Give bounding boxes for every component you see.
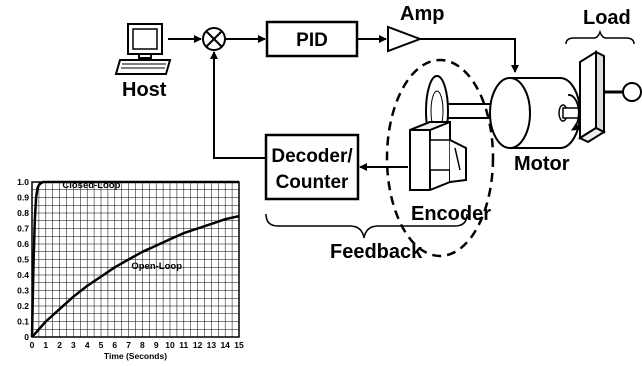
x-tick-label: 8 bbox=[140, 340, 145, 350]
x-tick-label: 3 bbox=[71, 340, 76, 350]
y-tick-label: 0.1 bbox=[17, 317, 29, 327]
y-tick-label: 0.6 bbox=[17, 239, 29, 249]
x-tick-label: 9 bbox=[154, 340, 159, 350]
x-tick-label: 4 bbox=[85, 340, 90, 350]
motor-icon bbox=[489, 77, 594, 149]
x-tick-label: 7 bbox=[126, 340, 131, 350]
load-label: Load bbox=[583, 7, 631, 29]
amp-label: Amp bbox=[400, 3, 444, 25]
y-tick-label: 0.8 bbox=[17, 208, 29, 218]
motor-label: Motor bbox=[514, 153, 570, 175]
open-loop-label: Open-Loop bbox=[131, 261, 182, 272]
x-axis-label: Time (Seconds) bbox=[104, 351, 167, 361]
closed-loop-line bbox=[30, 180, 239, 338]
rotation-arrow-icon bbox=[567, 94, 581, 131]
y-tick-label: 0.9 bbox=[17, 193, 29, 203]
open-loop-line bbox=[31, 214, 240, 338]
x-tick-label: 1 bbox=[43, 340, 48, 350]
y-tick-label: 0.5 bbox=[17, 255, 29, 265]
y-tick-label: 0 bbox=[24, 332, 29, 342]
x-tick-label: 15 bbox=[234, 340, 244, 350]
x-tick-label: 13 bbox=[207, 340, 217, 350]
x-tick-label: 0 bbox=[30, 340, 35, 350]
summing-junction-icon bbox=[202, 27, 226, 51]
pid-block bbox=[265, 20, 359, 58]
x-tick-label: 12 bbox=[193, 340, 203, 350]
x-tick-label: 14 bbox=[220, 340, 230, 350]
decoder-label-line1: Decoder/ bbox=[271, 146, 353, 167]
x-tick-label: 6 bbox=[112, 340, 117, 350]
y-tick-label: 0.4 bbox=[17, 270, 29, 280]
pid-label: PID bbox=[296, 30, 328, 51]
computer-icon bbox=[114, 23, 172, 75]
closed-loop-label: Closed-Loop bbox=[62, 180, 120, 191]
decoder-counter-block bbox=[264, 133, 360, 201]
amplifier-triangle-icon bbox=[387, 25, 423, 53]
feedback-brace bbox=[265, 213, 468, 239]
y-tick-label: 1.0 bbox=[17, 177, 29, 187]
feedback-to-sum-arrow bbox=[210, 51, 265, 159]
host-label: Host bbox=[122, 79, 167, 101]
amp-to-motor-arrow bbox=[420, 38, 519, 73]
x-tick-label: 10 bbox=[165, 340, 175, 350]
encoder-dashed-boundary bbox=[385, 58, 495, 258]
x-tick-label: 5 bbox=[99, 340, 104, 350]
y-tick-label: 0.3 bbox=[17, 286, 29, 296]
encoder-label: Encoder bbox=[411, 203, 491, 225]
x-tick-label: 2 bbox=[57, 340, 62, 350]
load-bracket-icon bbox=[565, 29, 642, 144]
y-tick-label: 0.2 bbox=[17, 301, 29, 311]
decoder-label-line2: Counter bbox=[276, 172, 349, 193]
feedback-label: Feedback bbox=[330, 241, 423, 263]
y-tick-label: 0.7 bbox=[17, 224, 29, 234]
x-tick-label: 11 bbox=[179, 340, 188, 350]
